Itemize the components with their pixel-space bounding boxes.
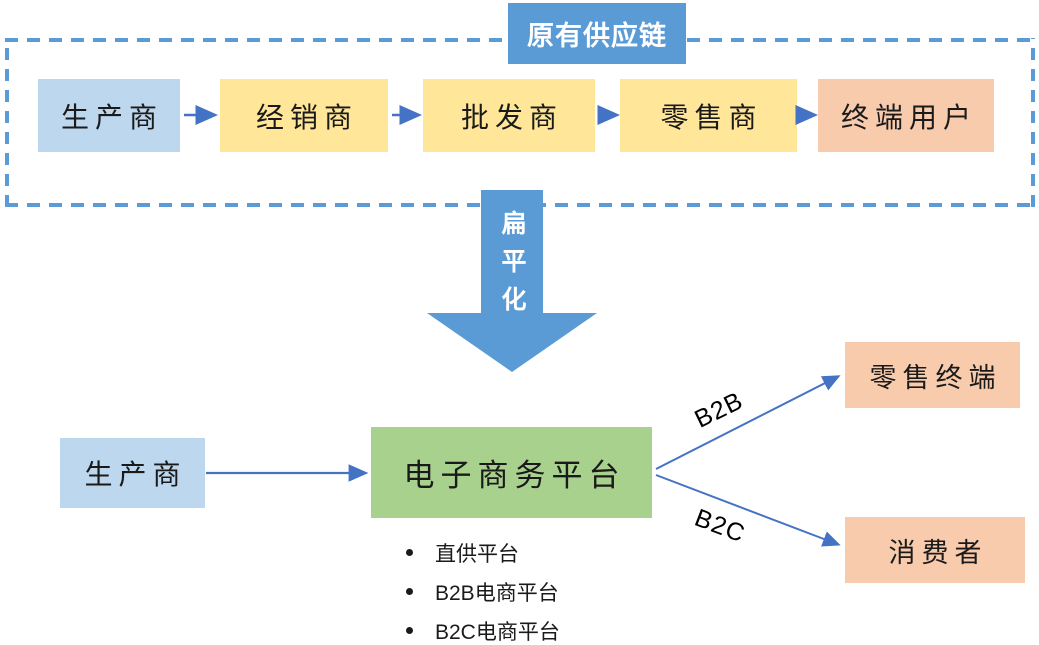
edge-label-b2b: B2B	[690, 386, 748, 434]
edge-label-b2c: B2C	[690, 503, 750, 549]
bullet-label: 直供平台	[435, 542, 519, 566]
list-item: B2B电商平台	[398, 572, 658, 611]
node-wholesaler: 批发商	[423, 79, 595, 152]
platform-bullet-list: 直供平台 B2B电商平台 B2C电商平台	[398, 533, 658, 645]
flatten-arrow-label: 扁平化	[498, 210, 526, 324]
list-item: 直供平台	[398, 533, 658, 572]
node-producer-top: 生产商	[38, 79, 180, 152]
original-chain-title: 原有供应链	[508, 3, 686, 64]
node-producer-bottom: 生产商	[60, 438, 205, 508]
node-retailer: 零售商	[620, 79, 797, 152]
bullet-icon	[406, 549, 413, 556]
arrow-platform-to-consumer	[655, 474, 841, 547]
bullet-icon	[406, 627, 413, 634]
bullet-label: B2C电商平台	[435, 620, 560, 644]
list-item: B2C电商平台	[398, 611, 658, 645]
node-consumer: 消费者	[845, 517, 1025, 583]
node-end-user: 终端用户	[818, 79, 994, 152]
bullet-icon	[406, 588, 413, 595]
node-ecommerce-platform: 电子商务平台	[371, 427, 652, 518]
arrow-platform-to-retail-terminal	[655, 375, 841, 470]
node-retail-terminal: 零售终端	[845, 342, 1020, 408]
node-distributor: 经销商	[220, 79, 388, 152]
bullet-label: B2B电商平台	[435, 581, 559, 605]
